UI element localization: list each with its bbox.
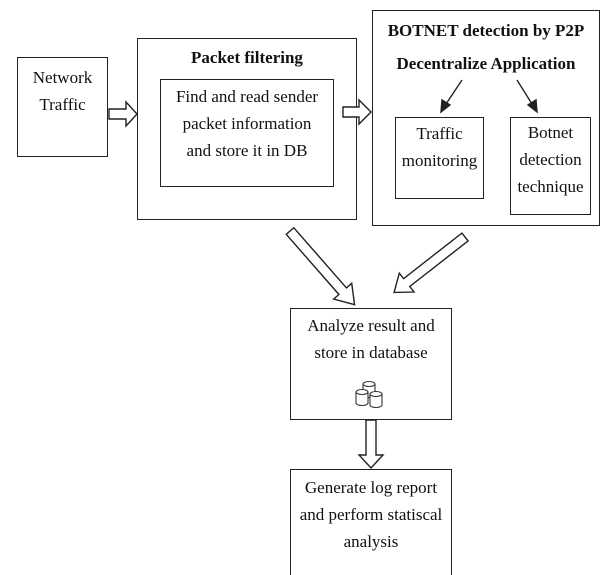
arrow-analyze-to-generate	[357, 419, 385, 470]
generate-report-label: Generate log report and perform statisca…	[299, 478, 443, 552]
packet-filtering-title: Packet filtering	[191, 48, 303, 67]
network-traffic-label: Network Traffic	[32, 68, 93, 115]
network-traffic-box	[17, 57, 108, 157]
arrow-packet-to-analyze	[285, 226, 356, 306]
botnet-technique-box	[510, 117, 591, 215]
botnet-technique-label: Botnet detection technique	[517, 123, 584, 197]
botnet-title-line2: Decentralize Application	[396, 54, 576, 73]
arrow-botnet-to-analyze	[393, 232, 470, 294]
traffic-monitoring-box	[395, 117, 484, 199]
traffic-monitoring-label: Traffic monitoring	[401, 124, 478, 171]
arrow-network-to-packet	[108, 100, 138, 128]
analyze-result-label: Analyze result and store in database	[307, 316, 435, 363]
packet-info-label: Find and read sender packet information …	[175, 87, 319, 161]
generate-report-box	[290, 469, 452, 575]
analyze-result-box	[290, 308, 452, 420]
botnet-title-line1: BOTNET detection by P2P	[387, 21, 585, 40]
packet-info-box	[160, 79, 334, 187]
